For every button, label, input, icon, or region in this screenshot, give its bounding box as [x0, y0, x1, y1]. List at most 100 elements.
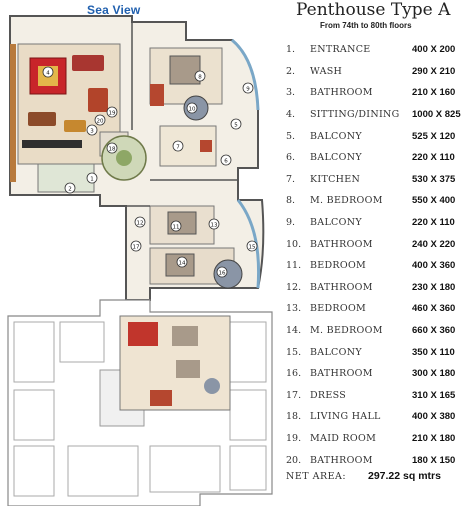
building-floor-plan — [7, 299, 273, 507]
unit-block — [67, 445, 139, 497]
room-marker: 4 — [42, 66, 54, 78]
highlight-furniture — [150, 390, 172, 406]
dining-set — [28, 112, 56, 126]
room-marker-label: 11 — [173, 224, 180, 230]
unit-block — [149, 445, 221, 493]
room-number: 19. — [286, 432, 302, 444]
room-size: 660 X 360 — [412, 325, 456, 337]
room-name: KITCHEN — [310, 173, 361, 185]
room-number: 8. — [286, 195, 296, 207]
sea-view-label: Sea View — [87, 3, 141, 17]
room-marker-label: 19 — [109, 110, 116, 116]
room-marker-label: 9 — [246, 86, 250, 92]
room-marker: 14 — [176, 256, 188, 268]
sofa-set — [88, 88, 108, 112]
room-number: 2. — [286, 65, 296, 77]
balcony-glass-top — [231, 38, 260, 111]
room-marker: 7 — [172, 140, 184, 152]
room-marker-circle — [86, 124, 98, 136]
room-marker: 13 — [208, 218, 220, 230]
room-name: BALCONY — [310, 152, 362, 164]
room-marker-circle — [194, 70, 206, 82]
net-area-row: NET AREA: 297.22 sq mtrs — [286, 470, 441, 482]
room-name: BATHROOM — [310, 87, 373, 99]
rotunda-center — [116, 150, 132, 166]
room-number: 7. — [286, 173, 296, 185]
room-marker-label: 2 — [68, 186, 72, 192]
room-size: 525 X 120 — [412, 130, 456, 142]
room-name: MAID ROOM — [310, 432, 377, 444]
room-name: BATHROOM — [310, 454, 373, 466]
room-size: 310 X 165 — [412, 389, 456, 401]
highlight-living — [128, 322, 158, 346]
room-size: 400 X 200 — [412, 44, 456, 56]
room-name: DRESS — [310, 389, 347, 401]
net-area-label: NET AREA: — [286, 471, 347, 482]
unit-block — [13, 389, 55, 441]
room-marker-circle — [134, 216, 146, 228]
room-marker-label: 20 — [97, 118, 104, 124]
room-marker: 12 — [134, 216, 146, 228]
upper-bed — [169, 55, 201, 85]
room-marker-label: 12 — [137, 220, 144, 226]
room-size: 230 X 180 — [412, 281, 456, 293]
room-marker-label: 14 — [179, 260, 186, 266]
room-size: 290 X 210 — [412, 65, 456, 77]
room-marker-circle — [86, 172, 98, 184]
highlight-jacuzzi — [204, 378, 220, 394]
room-name: BATHROOM — [310, 238, 373, 250]
room-marker: 10 — [186, 102, 198, 114]
net-area-value: 297.22 sq mtrs — [368, 470, 441, 482]
room-marker-label: 5 — [234, 122, 238, 128]
room-marker: 9 — [242, 82, 254, 94]
dining-table — [72, 55, 104, 71]
room-marker: 11 — [170, 220, 182, 232]
room-marker: 2 — [64, 182, 76, 194]
room-marker-circle — [94, 114, 106, 126]
room-size: 460 X 360 — [412, 303, 456, 315]
room-marker: 17 — [130, 240, 142, 252]
room-size: 210 X 160 — [412, 87, 456, 99]
room-row: 1. ENTRANCE 400 X 200 — [286, 39, 472, 61]
room-number: 5. — [286, 130, 296, 142]
highlight-bedroom — [172, 326, 198, 346]
room-number: 1. — [286, 44, 296, 56]
room-marker-circle — [130, 240, 142, 252]
room-marker-circle — [186, 102, 198, 114]
room-name: BEDROOM — [310, 303, 367, 315]
room-name: SITTING/DINING — [310, 109, 400, 121]
unit-block — [59, 321, 105, 363]
room-size: 210 X 180 — [412, 432, 456, 444]
room-size: 350 X 110 — [412, 346, 455, 358]
room-name: ENTRANCE — [310, 44, 371, 56]
room-marker-circle — [172, 140, 184, 152]
room-marker-label: 4 — [46, 70, 50, 76]
room-marker-label: 13 — [211, 222, 218, 228]
side-table — [64, 120, 86, 132]
room-marker-label: 10 — [189, 106, 196, 112]
room-marker-label: 17 — [133, 244, 140, 250]
room-row: 19. MAID ROOM 210 X 180 — [286, 428, 472, 450]
room-size: 220 X 110 — [412, 152, 455, 164]
room-number: 3. — [286, 87, 296, 99]
room-name: LIVING HALL — [310, 411, 381, 423]
room-number: 18. — [286, 411, 302, 423]
room-marker: 19 — [106, 106, 118, 118]
room-marker-circle — [220, 154, 232, 166]
room-number: 11. — [286, 260, 302, 272]
room-marker: 18 — [106, 142, 118, 154]
wall-unit — [22, 140, 82, 148]
room-marker-label: 15 — [249, 244, 256, 250]
room-size: 240 X 220 — [412, 238, 456, 250]
